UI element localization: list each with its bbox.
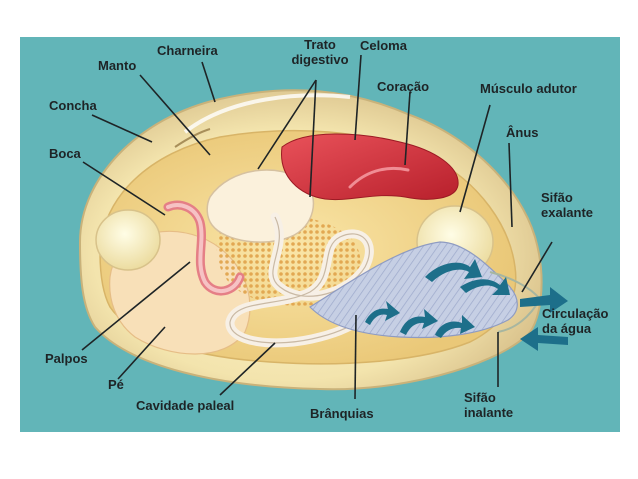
label-palpos: Palpos (45, 351, 88, 366)
label-celoma: Celoma (360, 38, 407, 53)
clam-anatomy-figure: Charneira Manto Trato digestivo Celoma C… (20, 37, 620, 432)
label-sifao-exalante-line1: Sifão (541, 190, 573, 205)
label-branquias: Brânquias (310, 406, 374, 421)
label-trato-line1: Trato (304, 37, 336, 52)
leader-lines (81, 54, 553, 400)
label-circulacao-da-agua: Circulação da água (542, 306, 608, 336)
label-sifao-inalante-line1: Sifão (464, 390, 496, 405)
label-charneira: Charneira (157, 43, 218, 58)
label-anus: Ânus (506, 125, 539, 140)
label-circulacao-line2: da água (542, 321, 592, 336)
stomach (206, 169, 315, 243)
label-trato-digestivo: Trato digestivo (280, 37, 360, 67)
label-sifao-exalante: Sifão exalante (541, 190, 593, 220)
label-musculo-adutor: Músculo adutor (480, 81, 577, 96)
label-circulacao-line1: Circulação (542, 306, 609, 321)
label-sifao-exalante-line2: exalante (541, 205, 594, 220)
hinge-ridge (183, 93, 351, 134)
label-sifao-inalante-line2: inalante (464, 405, 514, 420)
label-sifao-inalante: Sifão inalante (464, 390, 513, 420)
clam-illustration (78, 54, 568, 400)
label-trato-line2: digestivo (291, 52, 349, 67)
label-boca: Boca (49, 146, 81, 161)
label-pe: Pé (108, 377, 124, 392)
heart-shape (281, 133, 459, 201)
anterior-adductor (95, 209, 161, 271)
label-cavidade-paleal: Cavidade paleal (136, 398, 235, 413)
label-coracao: Coração (377, 79, 430, 94)
water-arrows (365, 259, 568, 351)
label-concha: Concha (49, 98, 97, 113)
label-manto: Manto (98, 58, 137, 73)
